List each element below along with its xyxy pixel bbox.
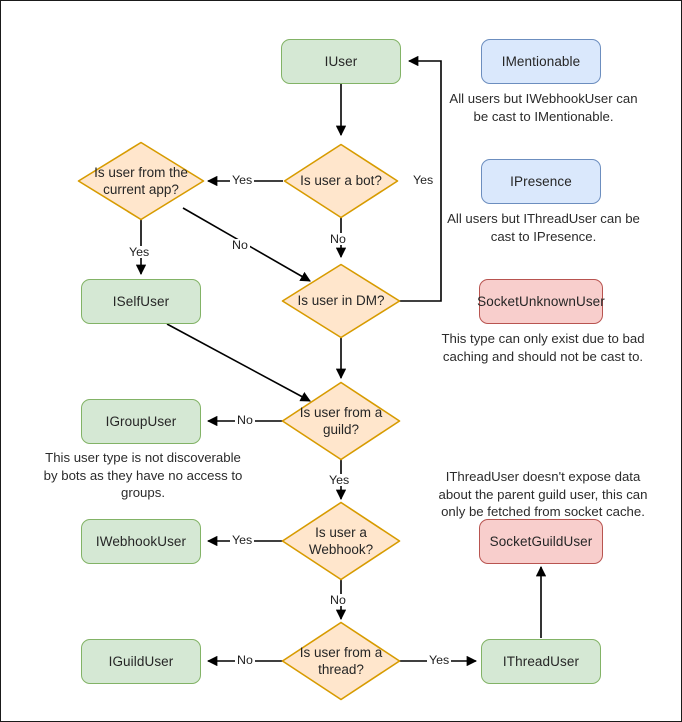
node-igroupuser-label: IGroupUser (105, 413, 177, 429)
edge-label-dm-yes: Yes (411, 173, 436, 187)
node-iguilduser-label: IGuildUser (108, 653, 174, 669)
node-is-user-a-bot[interactable]: Is user a bot? (283, 143, 399, 219)
node-iuser-label: IUser (324, 53, 358, 69)
node-is-user-a-webhook[interactable]: Is user a Webhook? (281, 501, 401, 581)
diamond-shape (281, 501, 401, 581)
edge-label-webhook-yes: Yes (230, 533, 255, 547)
node-iuser[interactable]: IUser (281, 39, 401, 84)
diamond-shape (77, 141, 205, 221)
node-iguilduser[interactable]: IGuildUser (81, 639, 201, 684)
node-ithreaduser[interactable]: IThreadUser (481, 639, 601, 684)
edge-label-guild-no: No (235, 413, 255, 427)
edge-label-webhook-no: No (328, 593, 348, 607)
node-iselfuser-label: ISelfUser (112, 293, 170, 309)
node-is-user-a-webhook-label: Is user a Webhook? (308, 524, 374, 557)
note-ipresence: All users but IThreadUser can be cast to… (447, 211, 640, 244)
edge-label-thread-no: No (235, 653, 255, 667)
node-socketguilduser[interactable]: SocketGuildUser (479, 519, 603, 564)
node-iwebhookuser[interactable]: IWebhookUser (81, 519, 201, 564)
node-is-user-from-current-app-label: Is user from the current app? (94, 164, 188, 197)
node-socketunknownuser-label: SocketUnknownUser (477, 293, 605, 309)
node-socketguilduser-label: SocketGuildUser (489, 533, 593, 549)
node-is-user-in-dm-label: Is user in DM? (297, 293, 385, 309)
edge-label-bot-no: No (328, 232, 348, 246)
node-ipresence[interactable]: IPresence (481, 159, 601, 204)
edge-label-app-yes: Yes (127, 245, 152, 259)
node-is-user-from-guild-label: Is user from a guild? (299, 404, 383, 437)
node-iwebhookuser-label: IWebhookUser (95, 533, 187, 549)
node-is-user-from-thread-label: Is user from a thread? (299, 644, 383, 677)
diamond-shape (283, 143, 399, 219)
note-socketunknownuser: This type can only exist due to bad cach… (441, 331, 645, 364)
edge-label-bot-yes: Yes (230, 173, 255, 187)
note-socketguilduser: IThreadUser doesn't expose data about th… (438, 469, 648, 520)
note-igroupuser: This user type is not discoverable by bo… (43, 450, 243, 501)
node-is-user-from-current-app[interactable]: Is user from the current app? (77, 141, 205, 221)
node-imentionable-label: IMentionable (501, 53, 581, 69)
note-imentionable: All users but IWebhookUser can be cast t… (449, 91, 638, 124)
edge-label-guild-yes: Yes (327, 473, 352, 487)
diamond-shape (281, 263, 401, 339)
node-is-user-from-guild[interactable]: Is user from a guild? (281, 381, 401, 461)
node-iselfuser[interactable]: ISelfUser (81, 279, 201, 324)
diamond-shape (281, 381, 401, 461)
node-igroupuser[interactable]: IGroupUser (81, 399, 201, 444)
edge-label-app-no: No (230, 238, 250, 252)
diamond-shape (281, 621, 401, 701)
node-is-user-in-dm[interactable]: Is user in DM? (281, 263, 401, 339)
node-is-user-a-bot-label: Is user a bot? (300, 173, 382, 189)
node-ipresence-label: IPresence (510, 173, 572, 189)
node-ithreaduser-label: IThreadUser (502, 653, 580, 669)
node-socketunknownuser[interactable]: SocketUnknownUser (477, 279, 605, 324)
node-is-user-from-thread[interactable]: Is user from a thread? (281, 621, 401, 701)
node-imentionable[interactable]: IMentionable (481, 39, 601, 84)
edge-label-thread-yes: Yes (427, 653, 452, 667)
